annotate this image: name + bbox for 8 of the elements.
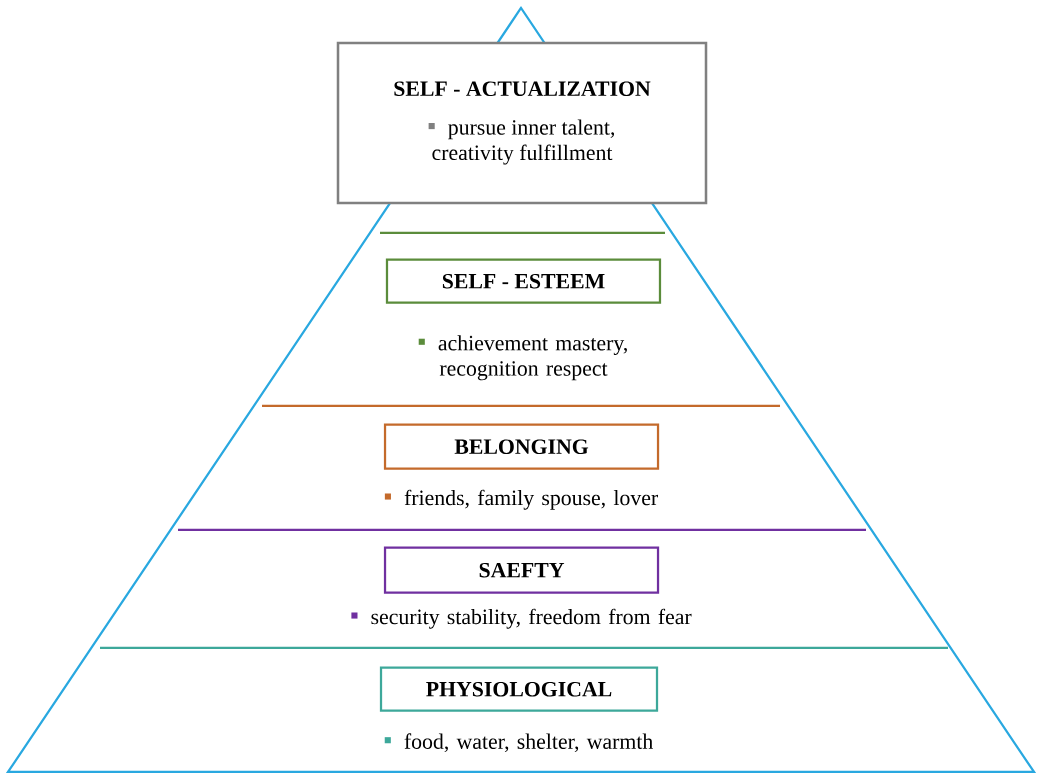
level-box: SAEFTY [383,546,660,594]
level-box: PHYSIOLOGICAL [379,666,659,712]
level-box: BELONGING [383,423,660,470]
bullet-text: security stability, freedom from fear [351,608,692,629]
bullet-text: food, water, shelter, warmth [384,733,653,753]
level-box: SELF - ESTEEM [385,258,662,304]
bullet-text: friends, family spouse, lover [384,489,658,510]
bullet-text: achievement mastery, recognition respect [418,335,627,381]
